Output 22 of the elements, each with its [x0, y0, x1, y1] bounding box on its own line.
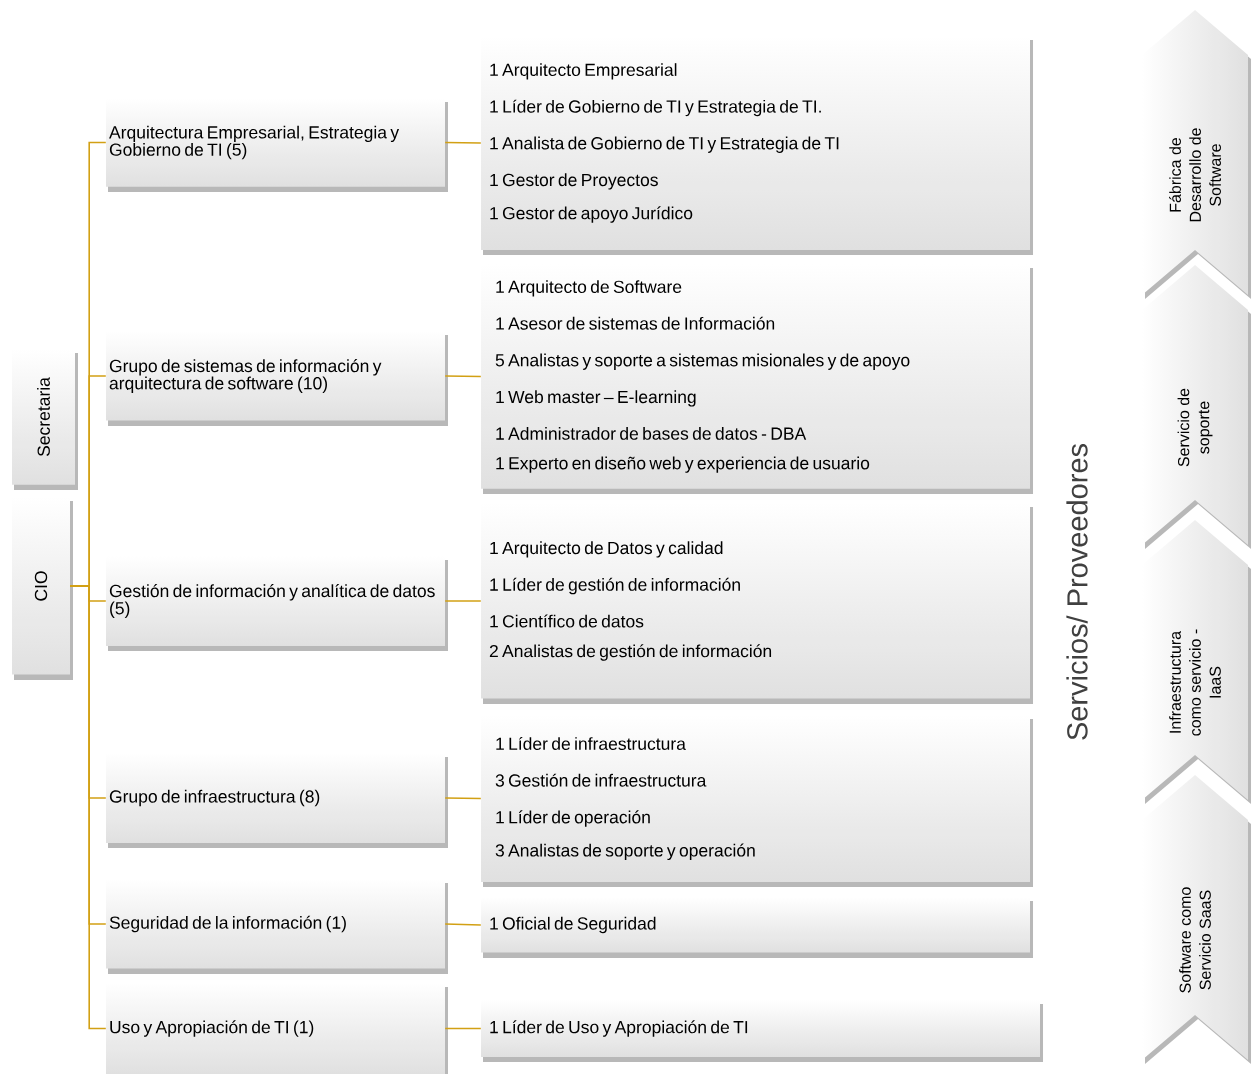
- title-box: CIO: [12, 497, 73, 680]
- group-box: Arquitectura Empresarial, Estrategia y Gobierno de TI (5): [106, 98, 448, 192]
- connector-line: [444, 600, 482, 602]
- group-box: Grupo de infraestructura (8): [106, 753, 448, 848]
- roles-box: 1 Líder de infraestructura 3 Gestión de infraestructura 1 Líder de operación 3 Analistas de soporte y operación: [481, 715, 1033, 887]
- connector-line: [444, 797, 482, 800]
- group-box: Uso y Apropiación de TI (1): [106, 983, 448, 1074]
- connector-line: [69, 585, 107, 1030]
- connector-line: [444, 923, 482, 926]
- group-box: Gestión de información y analítica de datos (5): [106, 556, 448, 651]
- connector-line: [444, 141, 482, 144]
- group-box: Seguridad de la información (1): [106, 879, 448, 974]
- roles-box: 1 Arquitecto de Datos y calidad 1 Líder de gestión de información 1 Científico de datos 2 Analistas de gestión de información: [481, 503, 1033, 704]
- connector-line: [444, 375, 482, 378]
- connector-line: [444, 1027, 482, 1030]
- roles-box: 1 Líder de Uso y Apropiación de TI: [481, 1000, 1043, 1062]
- roles-box: 1 Arquitecto de Software 1 Asesor de sistemas de Información 5 Analistas y soporte a sistemas misionales y de apoyo 1 Web master – E-learning 1 Administrador de bases de datos - DBA 1 Experto en diseño web y experiencia de usuario: [481, 264, 1033, 494]
- title-box: Secretaria: [12, 349, 78, 490]
- group-box: Grupo de sistemas de información y arquitectura de software (10): [106, 331, 448, 426]
- roles-box: 1 Arquitecto Empresarial 1 Líder de Gobierno de TI y Estrategia de TI. 1 Analista de Gobierno de TI y Estrategia de TI 1 Gestor de Proyectos 1 Gestor de apoyo Jurídico: [481, 36, 1033, 255]
- roles-box: 1 Oficial de Seguridad: [481, 897, 1033, 958]
- side-label: Servicios/ Proveedores: [1066, 444, 1088, 740]
